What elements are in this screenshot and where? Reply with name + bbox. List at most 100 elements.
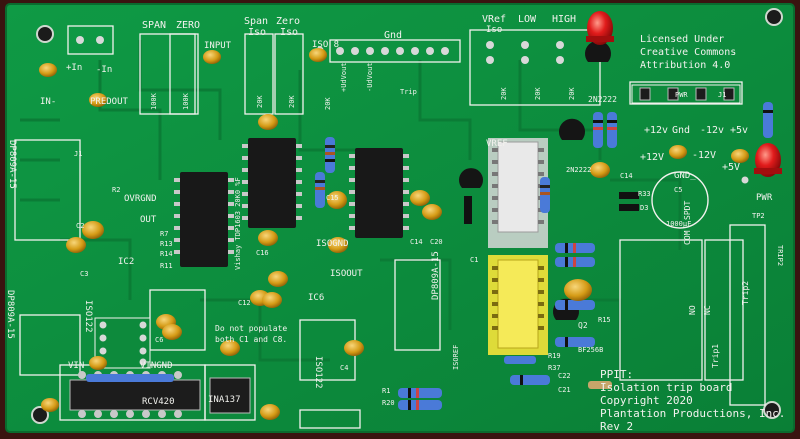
label-isognd: ISOGND [316,239,349,249]
label-20k-5: 20K [568,87,576,100]
label-vref-iso: Iso [486,25,502,35]
label-r15: R15 [598,316,611,324]
label-spdt: SPDT [683,201,692,220]
label-gnd-pwr: Gnd [672,125,690,136]
label-c16: C16 [256,249,269,257]
label-trip1: Trip1 [711,344,720,368]
label-r11: R11 [160,262,173,270]
label-dp-left: DP809A-15 [7,140,17,189]
info-line-3: Copyright 2020 [600,394,693,407]
label-in-minus: -In [96,65,112,75]
label-iso-word: Iso [248,27,266,38]
label-rcv420: RCV420 [142,397,175,407]
label-plus12b: +12V [640,152,664,163]
label-com: COM [683,230,692,245]
label-q2: Q2 [578,321,588,330]
label-high: HIGH [552,14,576,25]
label-dp-left2: DP809A-15 [5,290,15,339]
label-no: NO [688,305,697,315]
label-2n2222: 2N2222 [588,95,617,104]
label-j1: J1 [718,91,726,99]
mounting-holes [31,8,783,424]
led-components [586,11,782,177]
ic-socket-yellow [488,255,548,355]
note-line-1: Do not populate [215,324,287,333]
label-c20: C20 [430,238,443,246]
label-vcol2: -UdVout [366,62,374,92]
label-low: LOW [518,14,537,25]
label-c3: C3 [80,270,88,278]
label-input: INPUT [204,41,232,51]
label-vingnd: VINGND [140,361,173,371]
label-dp-mid: DP809A-15 [431,251,441,300]
label-trip2: Trip2 [741,281,750,305]
label-minus12: -12v [700,125,724,136]
label-out: OUT [140,215,157,225]
label-vishay: Vishay TDP1603 20K0 %F [234,177,242,270]
label-j1b: J1 [74,150,82,158]
gnd-header [329,39,461,63]
label-c12: C12 [238,299,251,307]
label-c15: C15 [326,194,339,202]
label-20k-2: 20K [288,95,296,108]
label-vcol: +UdVout [340,62,348,92]
label-ic6: IC6 [308,293,324,303]
silk-text: Licensed Under Creative Commons Attribut… [5,14,785,433]
diodes [464,192,639,224]
label-nc: NC [703,305,712,315]
label-100k-1: 100K [150,92,158,110]
label-iso122a: ISO122 [83,300,93,333]
label-c21: C21 [558,386,571,394]
label-c1: C1 [470,256,478,264]
label-20k-6: 20K [324,97,332,110]
pad-rows [76,36,749,184]
label-20k-4: 20K [534,87,542,100]
label-r19: R19 [548,352,561,360]
ic-chips [69,138,548,418]
label-20k-1: 20K [256,95,264,108]
label-span: SPAN [142,20,166,31]
info-line-5: Rev 2 [600,420,633,433]
info-line-4: Plantation Productions, Inc. [600,407,785,420]
resistors [86,102,773,410]
label-ovrgnd: OVRGND [124,194,157,204]
label-r2: R2 [112,186,120,194]
label-c2: C2 [76,222,84,230]
label-pwr-conn: PWR [675,91,688,99]
note-line-2: both C1 and C8. [215,335,287,344]
label-vin: VIN [68,361,84,371]
label-c6: C6 [155,336,163,344]
label-tp2: TP2 [752,212,765,220]
label-r13: R13 [160,240,173,248]
label-vref: VRef [482,14,506,25]
label-pwr: PWR [756,193,773,203]
label-isoout: ISOOUT [330,269,363,279]
license-line-2: Creative Commons [640,47,736,58]
ceramic-capacitors [39,48,749,420]
info-line-2: Isolation trip board [600,381,732,394]
label-d3: D3 [640,204,648,212]
label-iso8: ISO 8 [312,40,339,50]
electrolytic-cap-outline [651,171,709,229]
label-ina137: INA137 [208,395,241,405]
ic-socket-white [488,138,548,248]
label-in-minus2: IN- [40,97,56,107]
label-vref-ic: VREF [486,139,508,149]
label-iso-word2: Iso [280,27,298,38]
power-connector [631,84,741,104]
label-r37: R37 [548,364,561,372]
label-1000uf: 1000µF [666,220,691,228]
label-in-plus: +In [66,63,82,73]
label-span-iso: Span [244,16,268,27]
label-bf: BF256B [578,346,603,354]
label-r7: R7 [160,230,168,238]
label-c14: C14 [620,172,633,180]
label-2n2222b: 2N2222 [566,166,591,174]
label-plus5: +5v [730,125,748,136]
label-c4: C4 [340,364,348,372]
label-gnd-b: GND_ [674,171,696,181]
label-gnd: Gnd [384,30,402,41]
label-c22: C22 [558,372,571,380]
label-20k-3: 20K [500,87,508,100]
